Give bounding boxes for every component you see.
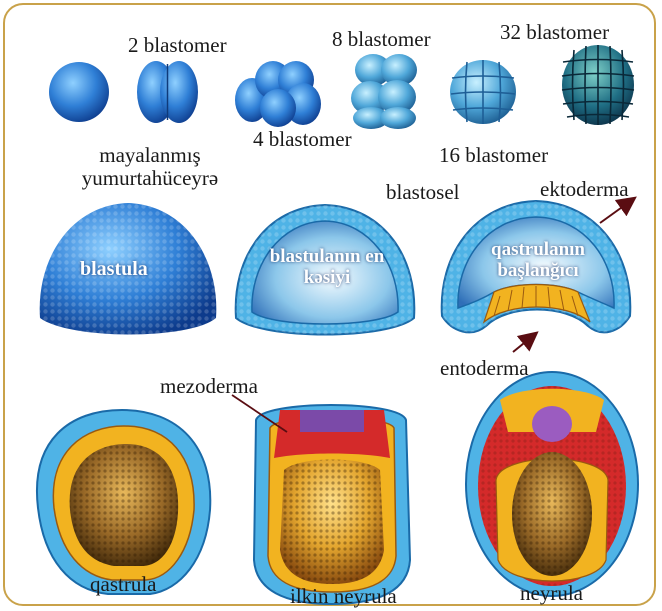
label-blastula: blastula bbox=[80, 258, 148, 280]
thirtytwo-blastomer-embryo bbox=[562, 45, 634, 125]
gastrula-section bbox=[37, 410, 210, 594]
label-8-blastomer: 8 blastomer bbox=[332, 29, 431, 50]
eight-blastomer-embryo bbox=[351, 54, 417, 129]
endoderm-arrow bbox=[513, 335, 534, 352]
label-16-blastomer: 16 blastomer bbox=[439, 145, 548, 166]
ectoderm-arrow bbox=[600, 200, 632, 223]
label-endoderm: entoderma bbox=[440, 358, 529, 379]
early-neurula-section bbox=[254, 405, 410, 604]
label-4-blastomer: 4 blastomer bbox=[253, 129, 352, 150]
label-blastula-section: blastulanın en kəsiyi bbox=[262, 247, 392, 289]
label-32-blastomer: 32 blastomer bbox=[500, 22, 609, 43]
zygote-cell bbox=[49, 62, 109, 122]
label-neurula: neyrula bbox=[520, 583, 583, 604]
label-gastrula: qastrula bbox=[90, 574, 156, 595]
label-2-blastomer: 2 blastomer bbox=[128, 35, 227, 56]
label-blastocoel: blastosel bbox=[386, 182, 460, 203]
label-early-neurula: ilkin neyrula bbox=[290, 586, 397, 607]
label-fertilized-egg: mayalanmış yumurtahüceyrə bbox=[62, 144, 238, 189]
label-mesoderm: mezoderma bbox=[160, 376, 258, 397]
label-ectoderm: ektoderma bbox=[540, 179, 629, 200]
sixteen-blastomer-embryo bbox=[450, 60, 516, 124]
two-blastomer-embryo bbox=[137, 61, 198, 123]
four-blastomer-embryo bbox=[235, 61, 321, 127]
neurula-section bbox=[466, 372, 638, 596]
label-gastrula-start: qastrulanın başlanğıcı bbox=[476, 240, 600, 282]
